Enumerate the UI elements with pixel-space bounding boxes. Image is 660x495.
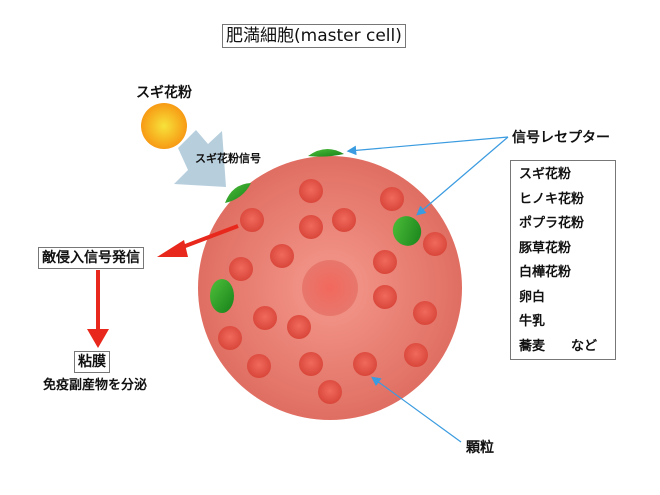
receptor-top xyxy=(308,148,344,157)
granule xyxy=(218,326,242,350)
invasion-arrow-head xyxy=(157,240,188,257)
secretion-label: 免疫副産物を分泌 xyxy=(43,378,148,393)
granule-label: 顆粒 xyxy=(466,440,494,456)
granule xyxy=(413,301,437,325)
allergen-item: ヒノキ花粉 xyxy=(519,191,585,207)
granule xyxy=(270,244,294,268)
allergen-item: 牛乳 xyxy=(519,314,546,329)
receptor-right xyxy=(392,216,422,246)
receptor-left xyxy=(210,279,234,313)
granule xyxy=(247,354,271,378)
cell-nucleus xyxy=(302,260,358,316)
cedar-pollen-icon xyxy=(141,103,187,149)
pollen-signal-label: スギ花粉信号 xyxy=(195,152,261,165)
allergen-item: 白樺花粉 xyxy=(519,265,572,280)
granule xyxy=(299,215,323,239)
allergen-item: 卵白 xyxy=(519,289,546,305)
granule xyxy=(253,306,277,330)
receptor-pointer-top xyxy=(346,136,509,156)
allergen-item: スギ花粉 xyxy=(519,167,572,182)
receptor-label: 信号レセプター xyxy=(512,130,610,146)
granule xyxy=(404,343,428,367)
granule xyxy=(353,352,377,376)
allergen-item: ポプラ花粉 xyxy=(519,216,585,231)
granule xyxy=(240,208,264,232)
granule xyxy=(299,179,323,203)
granule-pointer xyxy=(371,376,462,443)
granule xyxy=(373,285,397,309)
granule xyxy=(423,232,447,256)
allergen-list: スギ花粉 ヒノキ花粉 ポプラ花粉 豚草花粉 白樺花粉 卵白 牛乳 蕎麦 など xyxy=(510,160,616,360)
allergen-item: 豚草花粉 xyxy=(519,240,572,256)
mucosa-label: 粘膜 xyxy=(74,351,110,373)
page-title: 肥満細胞(master cell) xyxy=(222,24,406,48)
granule xyxy=(332,208,356,232)
pollen-signal-arrow xyxy=(174,130,226,187)
invasion-signal-label: 敵侵入信号発信 xyxy=(38,247,144,269)
granule xyxy=(287,315,311,339)
receptor-upper-left xyxy=(225,183,251,203)
granule xyxy=(380,187,404,211)
granule xyxy=(373,250,397,274)
mucosa-arrow-head xyxy=(87,329,109,348)
granule xyxy=(299,352,323,376)
granule xyxy=(229,257,253,281)
invasion-arrow-line xyxy=(179,224,239,250)
receptor-pointer-right xyxy=(416,136,509,216)
allergen-item: 蕎麦 など xyxy=(519,338,598,354)
pollen-label: スギ花粉 xyxy=(136,85,192,101)
granule xyxy=(318,380,342,404)
